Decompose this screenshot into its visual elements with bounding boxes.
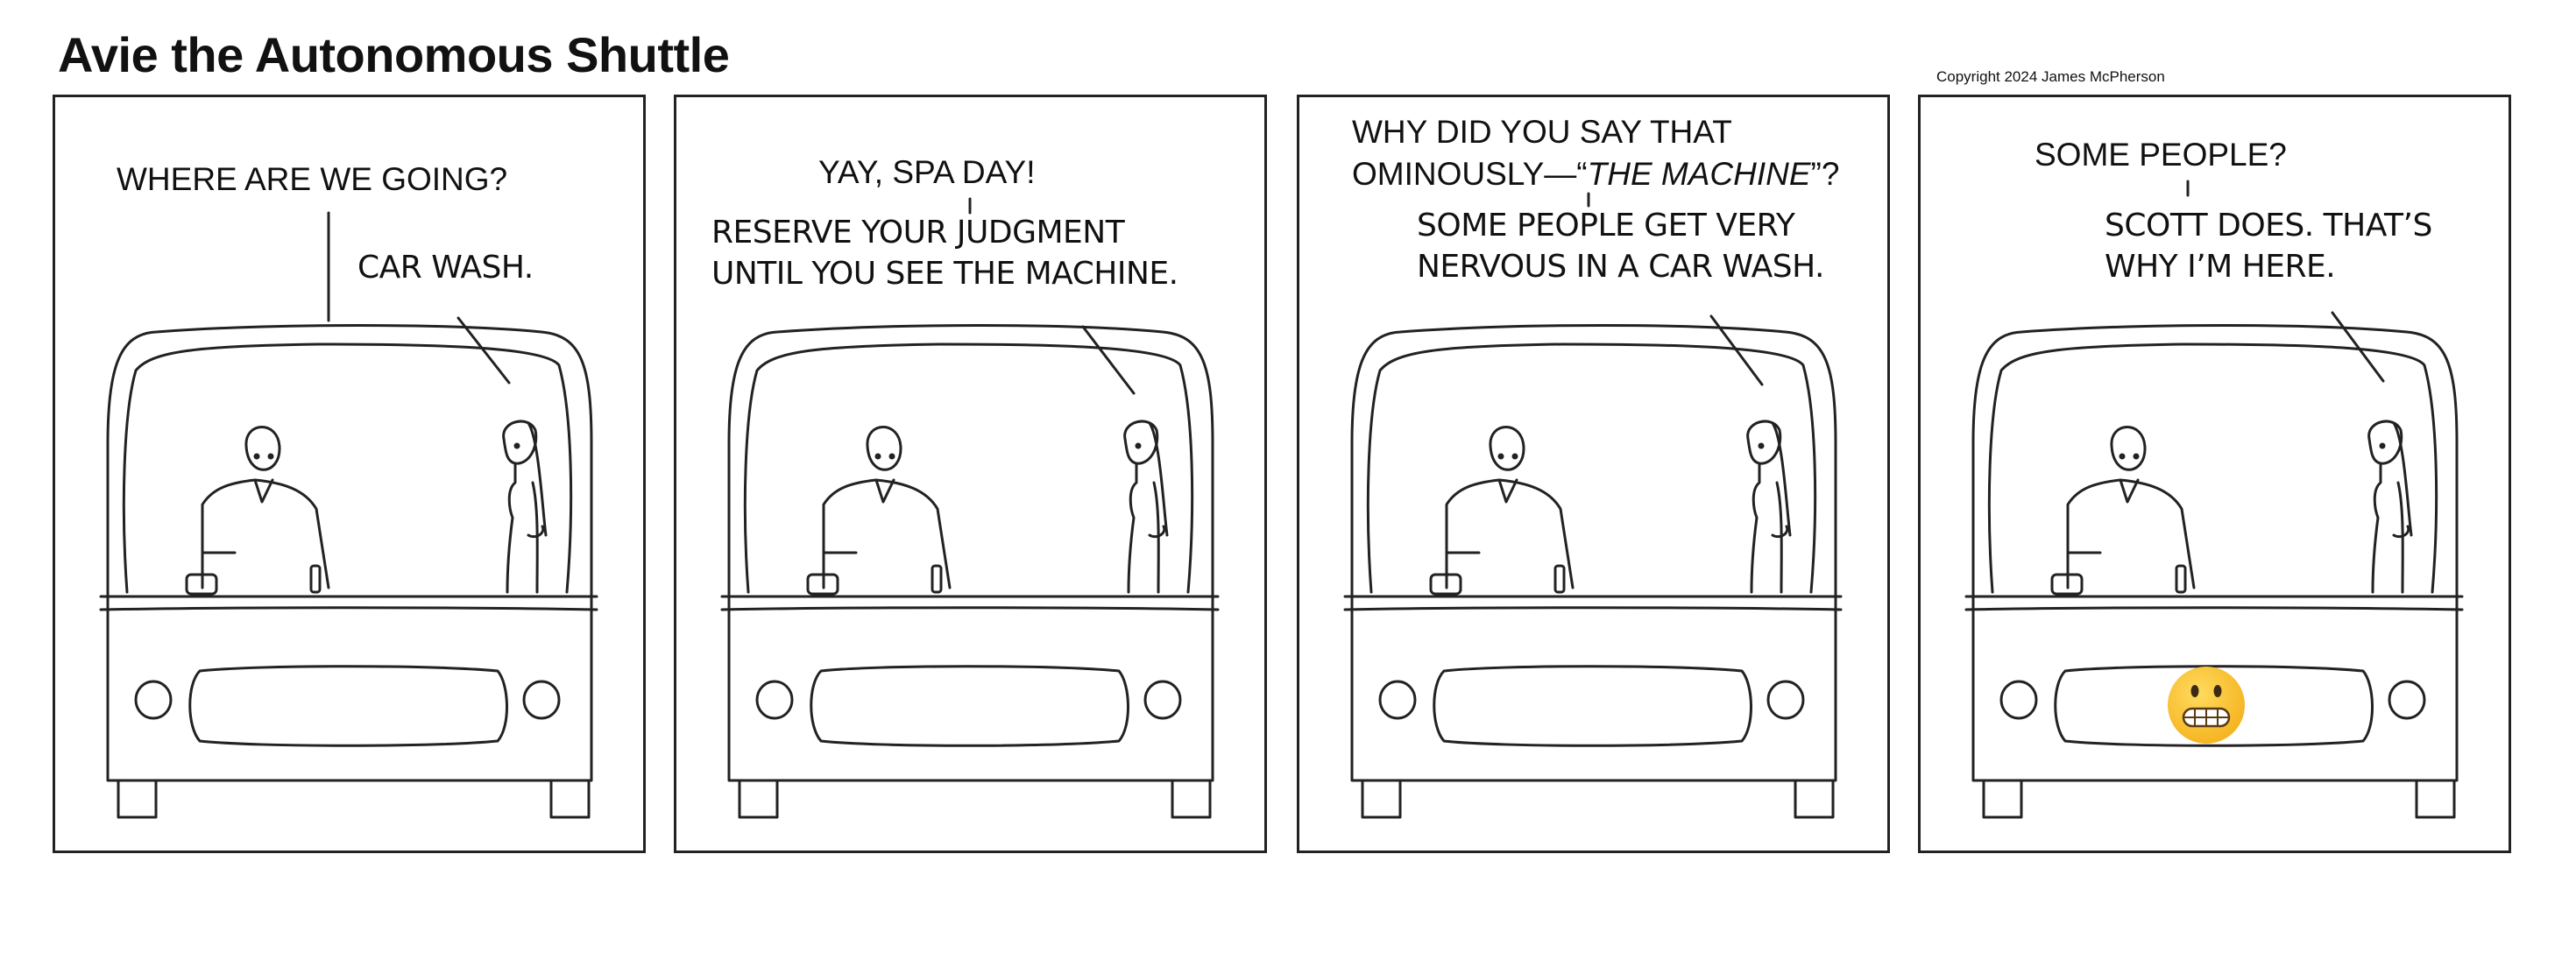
speech-prefix: OMINOUSLY—“	[1352, 156, 1588, 193]
shuttle-scene-art	[99, 211, 598, 819]
speech-line: UNTIL YOU SEE THE MACHINE.	[711, 255, 1178, 292]
shuttle-scene-art	[1964, 180, 2464, 819]
avie-speech: SOME PEOPLE GET VERY NERVOUS IN A CAR WA…	[1417, 206, 1824, 288]
comic-title: Avie the Autonomous Shuttle	[58, 27, 730, 82]
passenger-speech: WHY DID YOU SAY THAT OMINOUSLY—“THE MACH…	[1352, 111, 1839, 195]
shuttle-scene-art	[1343, 192, 1843, 819]
speech-line: WHERE ARE WE GOING?	[117, 161, 508, 197]
speech-line: SCOTT DOES. THAT’S	[2105, 208, 2432, 244]
speech-line: SOME PEOPLE?	[2035, 137, 2287, 173]
comic-panel-1: WHERE ARE WE GOING? CAR WASH.	[53, 95, 646, 853]
shuttle-scene-art	[720, 197, 1220, 819]
avie-speech: RESERVE YOUR JUDGMENT UNTIL YOU SEE THE …	[711, 213, 1178, 295]
comic-panel-3: WHY DID YOU SAY THAT OMINOUSLY—“THE MACH…	[1297, 95, 1890, 853]
comic-panel-4: SOME PEOPLE? SCOTT DOES. THAT’S WHY I’M …	[1918, 95, 2511, 853]
speech-line: SOME PEOPLE GET VERY	[1417, 208, 1795, 244]
speech-emphasis: THE MACHINE	[1587, 156, 1811, 193]
speech-line: NERVOUS IN A CAR WASH.	[1417, 248, 1824, 285]
grimacing-face-icon	[2168, 667, 2245, 744]
speech-line: RESERVE YOUR JUDGMENT	[711, 215, 1125, 251]
passenger-speech: SOME PEOPLE?	[2035, 134, 2287, 176]
avie-speech: CAR WASH.	[357, 248, 534, 289]
avie-speech: SCOTT DOES. THAT’S WHY I’M HERE.	[2105, 206, 2432, 288]
speech-line: WHY DID YOU SAY THAT	[1352, 114, 1732, 150]
passenger-speech: WHERE ARE WE GOING?	[117, 159, 507, 201]
comic-panel-2: YAY, SPA DAY! RESERVE YOUR JUDGMENT UNTI…	[674, 95, 1267, 853]
speech-suffix: ”?	[1810, 156, 1840, 193]
passenger-speech: YAY, SPA DAY!	[818, 152, 1035, 194]
speech-line: WHY I’M HERE.	[2105, 248, 2336, 285]
copyright-notice: Copyright 2024 James McPherson	[1936, 68, 2165, 85]
speech-line: CAR WASH.	[357, 250, 534, 286]
speech-line: YAY, SPA DAY!	[818, 154, 1036, 190]
speech-line-2: OMINOUSLY—“THE MACHINE”?	[1352, 153, 1839, 195]
